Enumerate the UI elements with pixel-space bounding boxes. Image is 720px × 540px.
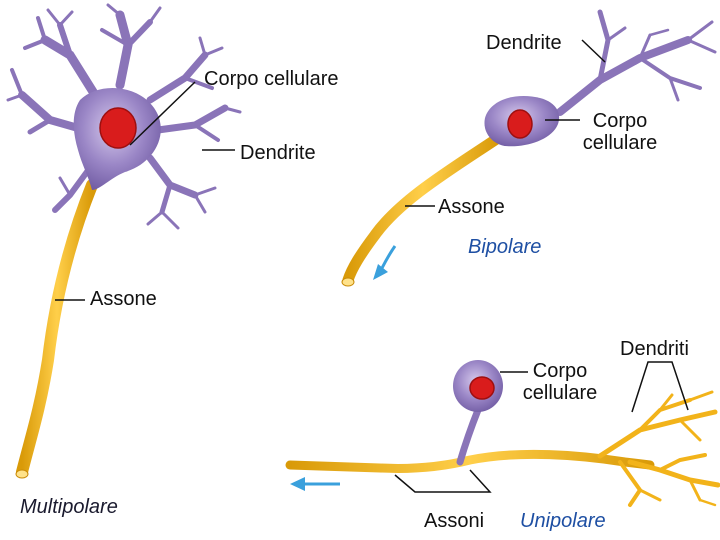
multipolar-dendrite-label: Dendrite [240,142,316,164]
unipolar-dendrites-leader [631,361,689,413]
multipolar-body-leader [129,81,196,146]
multipolar-dendrites [6,3,242,230]
bipolar-neuron [341,9,717,287]
unipolar-neuron [285,360,720,507]
unipolar-type-label: Unipolare [520,510,606,532]
bipolar-axon [342,132,504,286]
bipolar-cell-body-label: Corpo cellulare [570,110,670,154]
unipolar-nucleus [469,376,495,400]
bipolar-dendrite-label: Dendrite [486,32,562,54]
unipolar-cell-body-label-line2: cellulare [522,382,598,404]
unipolar-axon [285,449,655,473]
bipolar-arrow-head [373,264,388,280]
multipolar-type-label: Multipolare [20,496,118,518]
multipolar-axon-end [15,469,29,479]
unipolar-cell-body-label-line1: Corpo [532,360,588,382]
multipolar-neuron [6,3,242,479]
unipolar-stem [456,406,482,466]
bipolar-nucleus [507,109,533,139]
unipolar-dendrites [597,390,720,507]
unipolar-axons-leader [394,469,492,493]
bipolar-axon-label: Assone [438,196,505,218]
unipolar-cell-body-label: Corpo cellulare [510,360,610,404]
multipolar-cell-body-label: Corpo cellulare [204,68,339,90]
bipolar-dendrites [556,9,717,116]
multipolar-axon-label: Assone [90,288,157,310]
unipolar-arrow-head [290,477,305,491]
bipolar-cell-body-label-line1: Corpo [592,110,648,132]
bipolar-type-label: Bipolare [468,236,542,258]
bipolar-cell-body-label-line2: cellulare [582,132,658,154]
bipolar-axon-end [341,277,355,287]
multipolar-nucleus [99,107,137,149]
unipolar-axons-label: Assoni [424,510,485,532]
multipolar-axon [16,179,98,478]
unipolar-dendrites-label: Dendriti [620,338,689,360]
bipolar-dendrite-leader [581,39,606,63]
